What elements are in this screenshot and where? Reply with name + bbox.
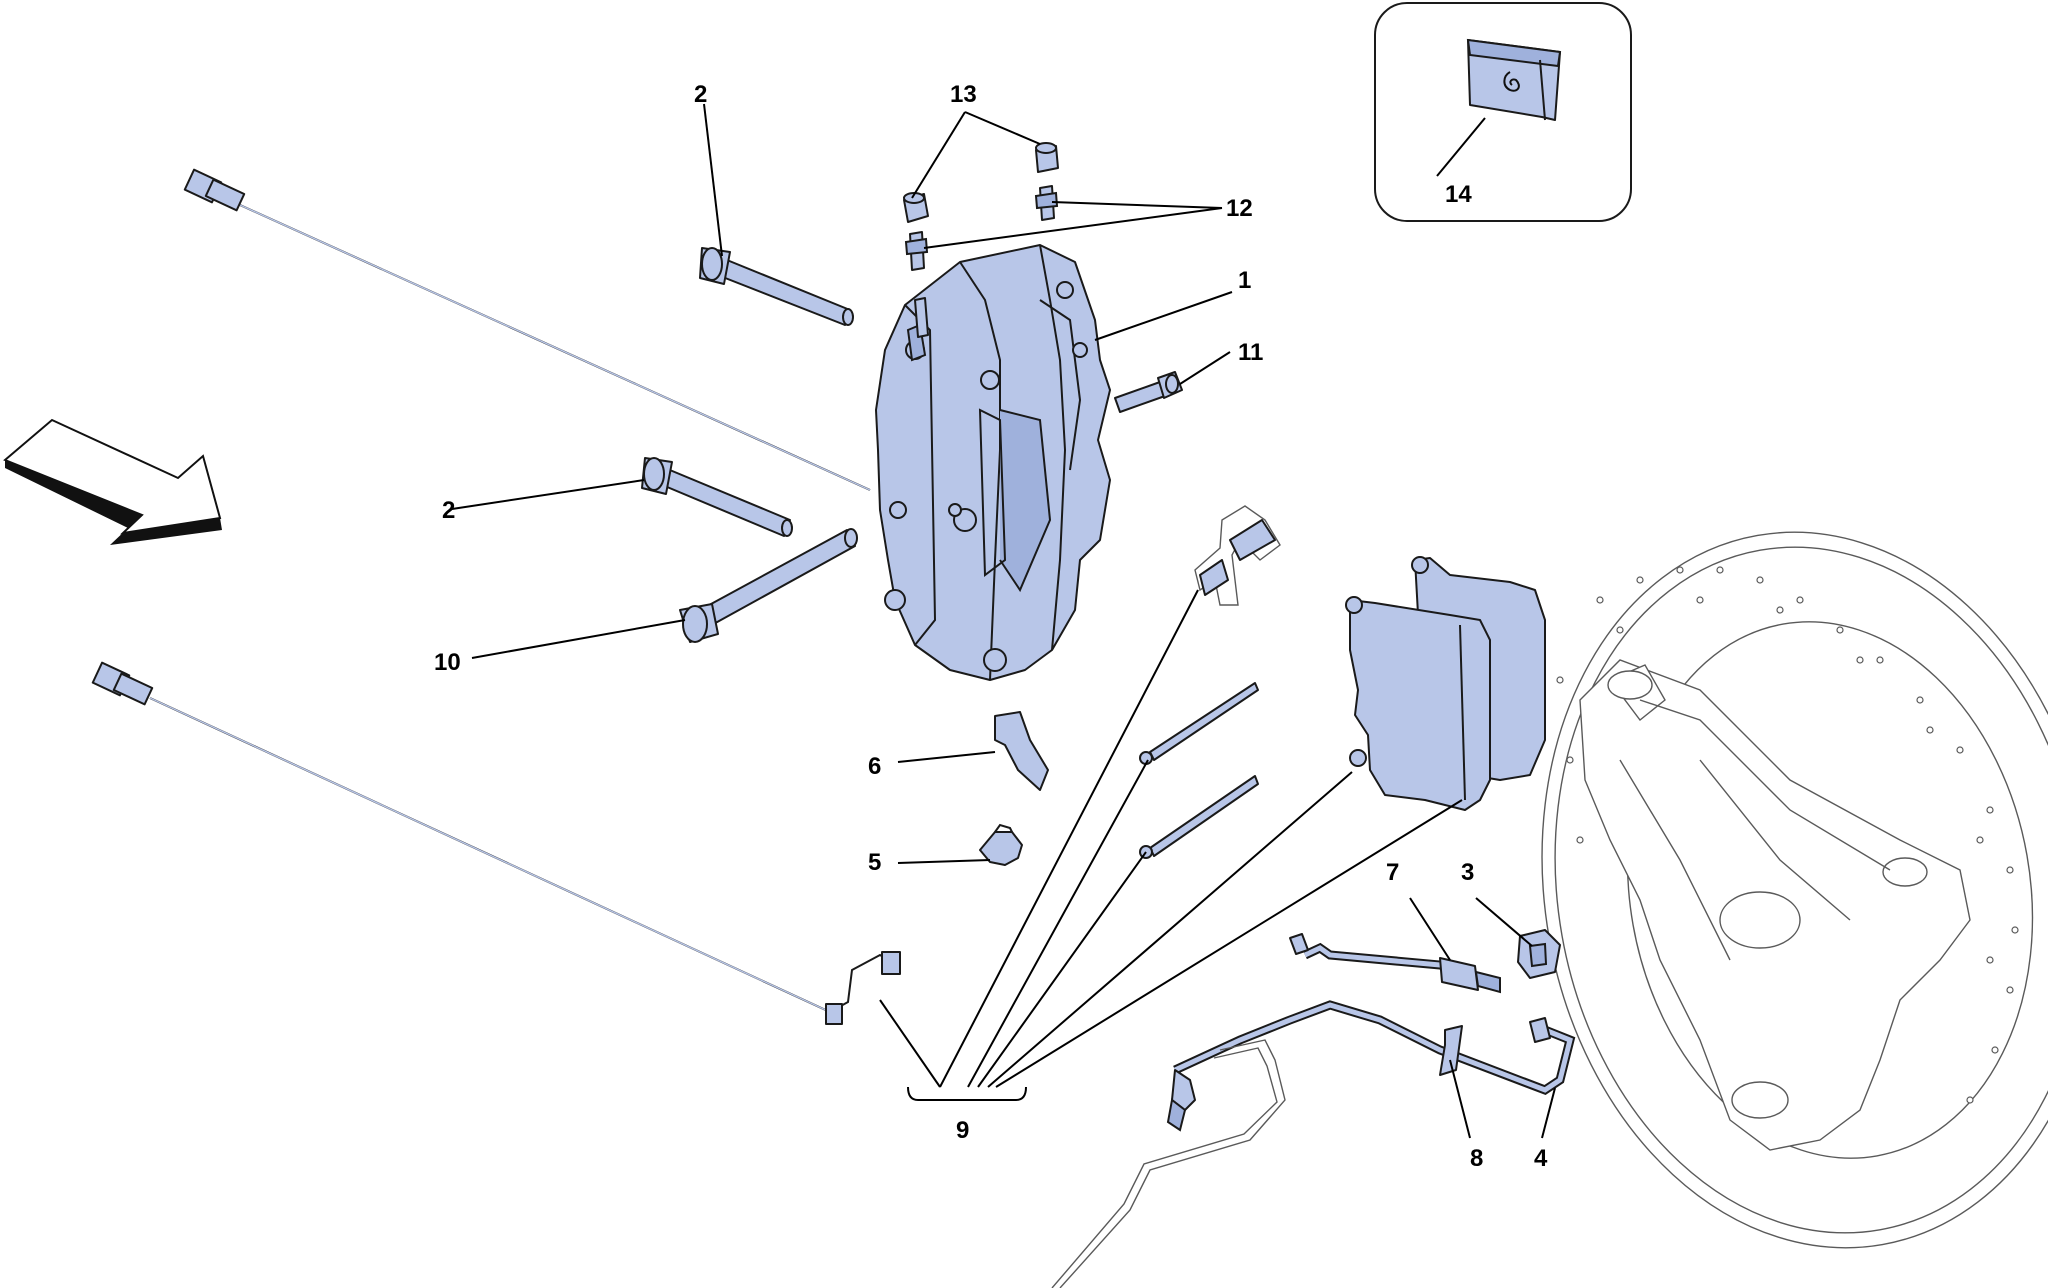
callout-numbers: 1 2 2 3 4 5 6 7 8 9 10 11 12 13 14 [434, 81, 1548, 1172]
anti-rattle-plate-6 [994, 711, 1049, 791]
brake-disc-and-upright [1541, 531, 2048, 1249]
brake-hose-7 [1289, 933, 1501, 994]
ferrari-touch-up-sachet [1466, 38, 1562, 121]
bolt-2-upper [699, 247, 854, 326]
callout-9: 9 [956, 1117, 969, 1144]
callout-6: 6 [868, 753, 881, 780]
callout-13: 13 [950, 81, 977, 108]
brake-pad-front [1345, 596, 1491, 811]
pad-pin-lower [1139, 775, 1259, 859]
callout-3: 3 [1461, 859, 1474, 886]
callout-2-upper: 2 [694, 81, 707, 108]
callout-14: 14 [1445, 181, 1472, 208]
bolt-11 [1114, 371, 1183, 413]
brake-caliper [875, 244, 1111, 681]
disc-drill-holes [1556, 566, 2019, 1104]
callout-1: 1 [1238, 267, 1251, 294]
callout-2-lower: 2 [442, 497, 455, 524]
bolt-2-lower [641, 457, 793, 537]
callout-11: 11 [1238, 339, 1263, 366]
callout-7: 7 [1386, 859, 1399, 886]
bleed-cap-13-right [1035, 142, 1059, 173]
leader-lines [451, 103, 1556, 1139]
callout-4: 4 [1534, 1145, 1548, 1172]
hose-clip-3 [1517, 929, 1561, 979]
brake-hose-4 [1166, 1000, 1576, 1132]
callout-10: 10 [434, 649, 461, 676]
brake-pipe-ghost [1051, 1039, 1286, 1288]
bolt-10 [679, 528, 858, 643]
hose-bracket-8 [1439, 1025, 1463, 1076]
pad-retaining-spring [1194, 505, 1281, 606]
inset-box-14 [1374, 2, 1632, 222]
bleed-cap-13-left [903, 192, 929, 223]
wear-sensor-cable-lower [91, 661, 901, 1025]
bleed-screw-12-left [904, 231, 929, 271]
pad-pin-upper [1139, 682, 1259, 765]
clip-5 [979, 823, 1023, 866]
callout-8: 8 [1470, 1145, 1483, 1172]
callout-12: 12 [1226, 195, 1253, 222]
callout-5: 5 [868, 849, 881, 876]
bleed-screw-12-right [1034, 185, 1059, 221]
wear-sensor-cable-upper [183, 168, 871, 491]
direction-arrow [3, 418, 222, 545]
